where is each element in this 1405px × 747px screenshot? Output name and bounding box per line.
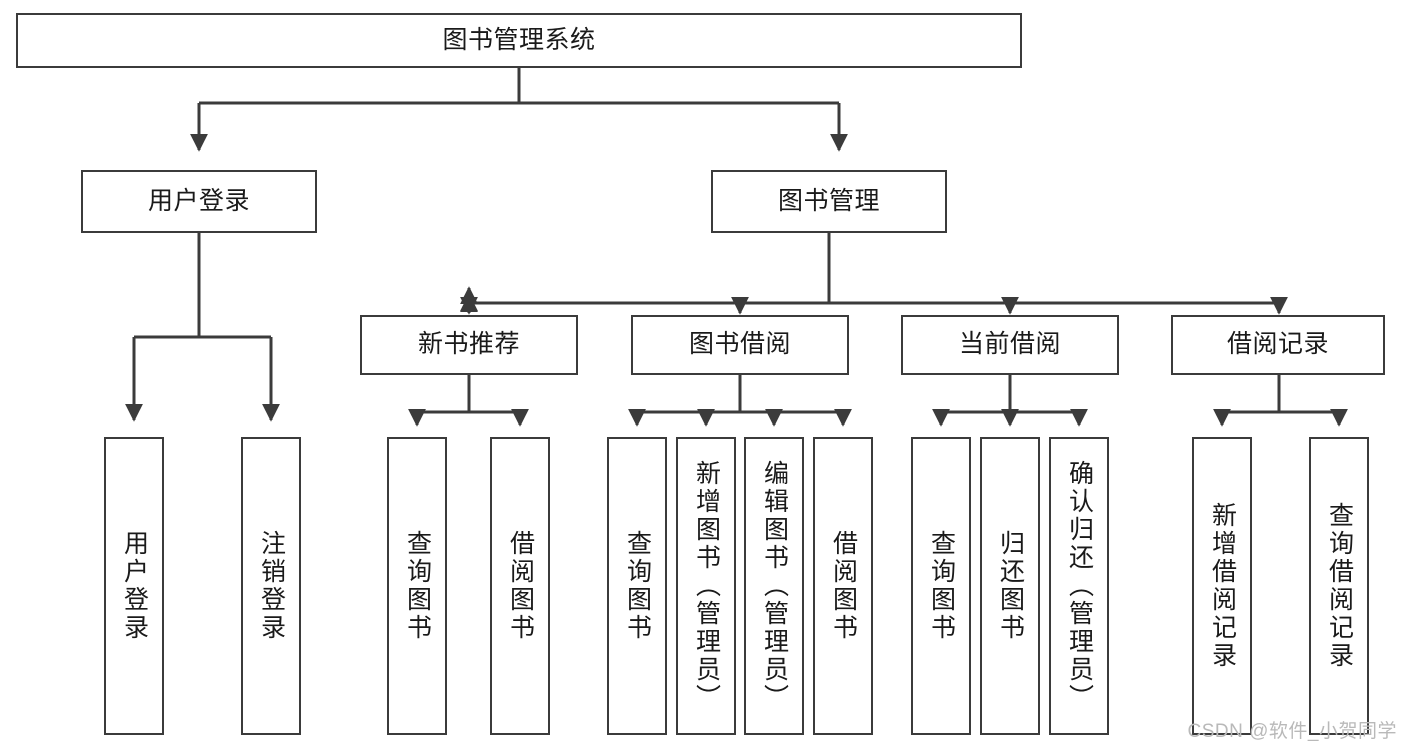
- node-leaf-logout-label: 注销登录: [257, 530, 286, 642]
- node-leaf-confirm-return-admin-label: 确认归还（管理员）: [1065, 460, 1094, 712]
- node-leaf-query-borrow-record-label: 查询借阅记录: [1325, 502, 1354, 670]
- node-leaf-add-book-admin-label: 新增图书（管理员）: [692, 460, 721, 712]
- node-current-borrow-label: 当前借阅: [958, 330, 1061, 359]
- node-root[interactable]: 图书管理系统: [16, 13, 1022, 68]
- node-leaf-query-borrow-record[interactable]: 查询借阅记录: [1309, 437, 1369, 735]
- node-leaf-add-borrow-record[interactable]: 新增借阅记录: [1192, 437, 1252, 735]
- node-leaf-logout[interactable]: 注销登录: [241, 437, 301, 735]
- node-user-login[interactable]: 用户登录: [81, 170, 317, 233]
- node-leaf-edit-book-admin-label: 编辑图书（管理员）: [760, 460, 789, 712]
- node-leaf-query-books-current[interactable]: 查询图书: [911, 437, 971, 735]
- node-book-management[interactable]: 图书管理: [711, 170, 947, 233]
- node-leaf-query-books-recommend-label: 查询图书: [403, 530, 432, 642]
- node-leaf-query-books-recommend[interactable]: 查询图书: [387, 437, 447, 735]
- node-leaf-borrow-book[interactable]: 借阅图书: [813, 437, 873, 735]
- node-leaf-user-login-label: 用户登录: [120, 530, 149, 642]
- node-leaf-add-book-admin[interactable]: 新增图书（管理员）: [676, 437, 736, 735]
- node-leaf-borrow-books-recommend-label: 借阅图书: [506, 530, 535, 642]
- node-leaf-query-books-current-label: 查询图书: [927, 530, 956, 642]
- node-book-borrow-label: 图书借阅: [688, 330, 791, 359]
- node-leaf-borrow-books-recommend[interactable]: 借阅图书: [490, 437, 550, 735]
- node-leaf-add-borrow-record-label: 新增借阅记录: [1208, 502, 1237, 670]
- node-leaf-query-books-borrow[interactable]: 查询图书: [607, 437, 667, 735]
- node-book-borrow[interactable]: 图书借阅: [631, 315, 849, 375]
- node-leaf-edit-book-admin[interactable]: 编辑图书（管理员）: [744, 437, 804, 735]
- node-leaf-return-book-label: 归还图书: [996, 530, 1025, 642]
- node-root-label: 图书管理系统: [442, 25, 596, 54]
- node-leaf-user-login[interactable]: 用户登录: [104, 437, 164, 735]
- node-leaf-borrow-book-label: 借阅图书: [829, 530, 858, 642]
- node-new-book-recommend-label: 新书推荐: [417, 330, 520, 359]
- node-borrow-records[interactable]: 借阅记录: [1171, 315, 1385, 375]
- node-leaf-query-books-borrow-label: 查询图书: [623, 530, 652, 642]
- node-new-book-recommend[interactable]: 新书推荐: [360, 315, 578, 375]
- node-book-management-label: 图书管理: [777, 186, 880, 215]
- node-user-login-label: 用户登录: [147, 186, 250, 215]
- node-leaf-confirm-return-admin[interactable]: 确认归还（管理员）: [1049, 437, 1109, 735]
- node-borrow-records-label: 借阅记录: [1226, 330, 1329, 359]
- node-current-borrow[interactable]: 当前借阅: [901, 315, 1119, 375]
- node-leaf-return-book[interactable]: 归还图书: [980, 437, 1040, 735]
